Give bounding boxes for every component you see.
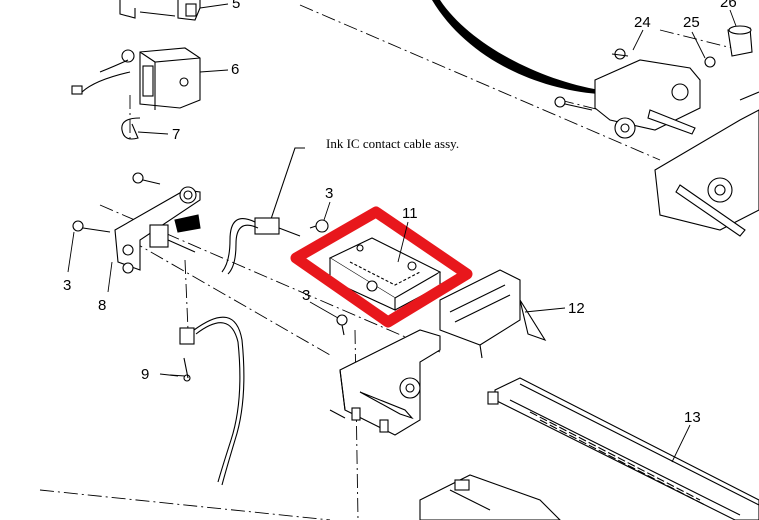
cable-assy-caption: Ink IC contact cable assy. [326,136,459,151]
callout-5: 5 [232,0,240,12]
callout-11: 11 [402,205,418,222]
callout-3-center: 3 [325,185,333,202]
spring-pin-part-7 [121,117,141,140]
callout-12: 12 [568,300,585,317]
callout-9: 9 [141,366,149,383]
carriage-base-part-12 [439,269,547,359]
callout-26: 26 [720,0,737,11]
highlight-box [290,206,473,328]
frame-right [654,91,759,237]
callout-13: 13 [684,409,701,426]
callout-7: 7 [172,126,180,143]
carriage-assembly-right [554,25,753,139]
sensor-cable-part-9 [169,316,245,486]
leader-lines [67,3,737,463]
guide-rail-part-13 [487,377,759,520]
bracket-part-5 [119,0,201,21]
callout-24: 24 [634,14,651,31]
callout-labels: 3 3 3 5 6 7 8 9 11 12 13 24 25 26 [63,0,737,426]
bracket-part-8 [72,172,201,274]
callout-3-left: 3 [63,277,71,294]
sensor-arc [432,0,600,94]
callout-3-lower: 3 [302,287,310,304]
ink-ic-contact-cable [221,147,305,275]
solenoid-part-6 [71,47,201,110]
bottom-plate [419,474,561,520]
screws-part-3 [309,219,348,336]
ink-ic-holder-plate-part-11 [328,237,442,311]
callout-25: 25 [683,14,700,31]
callout-8: 8 [98,297,106,314]
callout-6: 6 [231,61,239,78]
frame-assembly-lower [329,329,441,436]
